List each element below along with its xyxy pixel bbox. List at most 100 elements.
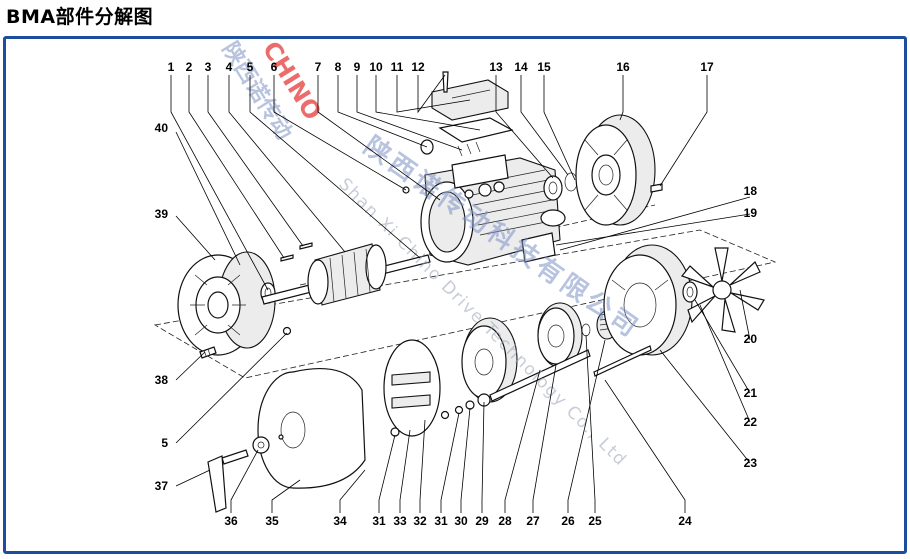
leader-line — [555, 213, 751, 246]
callout-number: 19 — [744, 206, 758, 220]
callout-number: 27 — [526, 514, 540, 528]
callout-number: 3 — [205, 60, 212, 74]
callout-number: 18 — [744, 184, 758, 198]
callout-number: 16 — [616, 60, 630, 74]
circlip-14 — [564, 172, 578, 192]
manual-release-lever — [207, 436, 270, 513]
callout-number: 13 — [489, 60, 503, 74]
callout-number: 14 — [514, 60, 528, 74]
leader-line — [659, 349, 751, 464]
leader-line — [739, 289, 751, 341]
leader-line — [356, 75, 463, 151]
leader-line — [273, 75, 407, 191]
diagram-frame — [3, 36, 907, 554]
leader-line — [417, 74, 446, 114]
callout-number: 1 — [168, 60, 175, 74]
leader-line — [440, 412, 460, 513]
washer-5-lower — [282, 326, 292, 336]
leader-line — [567, 339, 606, 513]
leader-line — [375, 75, 481, 131]
leader-line — [520, 75, 569, 176]
callout-number: 17 — [700, 60, 714, 74]
callout-number: 8 — [335, 60, 342, 74]
leader-line — [419, 419, 426, 513]
callout-number: 10 — [369, 60, 383, 74]
leader-line — [604, 379, 686, 513]
callout-number: 21 — [744, 386, 758, 400]
spring-30 — [465, 400, 475, 410]
key-3 — [299, 242, 313, 250]
callout-number: 5 — [161, 436, 168, 450]
cooling-fan-impeller — [681, 247, 765, 333]
leader-line — [175, 351, 206, 381]
leader-line — [188, 75, 285, 259]
callout-number: 5 — [247, 60, 254, 74]
leader-line — [699, 304, 751, 423]
callout-number: 31 — [372, 514, 386, 528]
leader-line — [559, 196, 751, 251]
washer-32 — [454, 405, 464, 415]
bearing-21 — [682, 281, 698, 303]
leader-line — [230, 449, 259, 513]
callout-number: 36 — [224, 514, 238, 528]
callout-number: 22 — [744, 415, 758, 429]
leader-line — [249, 75, 421, 259]
callout-number: 7 — [315, 60, 322, 74]
leader-line — [175, 131, 241, 266]
leader-line — [175, 215, 216, 261]
leader-line — [495, 75, 554, 179]
leader-line — [378, 434, 396, 513]
leader-line — [532, 364, 557, 513]
leader-line — [396, 75, 471, 113]
callout-number: 37 — [155, 479, 169, 493]
callout-number: 30 — [454, 514, 468, 528]
leader-line — [659, 75, 708, 187]
bearing-rear — [543, 175, 563, 201]
end-shield-rear — [575, 114, 656, 226]
end-shield-drive-side — [177, 251, 276, 356]
bolt-24 — [593, 345, 652, 377]
callout-number: 28 — [498, 514, 512, 528]
leader-line — [337, 75, 428, 148]
leader-line — [339, 469, 366, 513]
leader-line — [619, 75, 624, 121]
callout-number: 2 — [186, 60, 193, 74]
leader-line — [228, 75, 346, 253]
circlip-25 — [581, 323, 591, 337]
leader-line — [504, 369, 541, 513]
callout-number: 11 — [391, 60, 404, 74]
callout-number: 29 — [475, 514, 489, 528]
stator-housing — [420, 154, 561, 266]
callout-number: 26 — [561, 514, 575, 528]
leader-line — [207, 75, 304, 247]
callout-number: 15 — [537, 60, 551, 74]
callout-number: 35 — [265, 514, 279, 528]
leader-line — [170, 75, 269, 291]
callout-number: 24 — [678, 514, 692, 528]
callout-number: 39 — [155, 207, 169, 221]
key-2 — [280, 254, 294, 262]
brake-magnet-housing — [603, 244, 693, 356]
armature-plate — [461, 317, 518, 407]
callout-number: 6 — [271, 60, 278, 74]
rotor-shaft-assembly — [261, 243, 431, 306]
leader-line — [271, 479, 301, 513]
leader-line — [399, 429, 411, 513]
callout-number: 32 — [413, 514, 427, 528]
leader-line — [585, 334, 596, 513]
leader-line — [694, 299, 751, 394]
callout-number: 20 — [744, 332, 758, 346]
leader-line — [460, 407, 471, 513]
leader-line — [543, 75, 576, 181]
brake-fan — [383, 339, 441, 437]
callout-number: 33 — [393, 514, 407, 528]
nut-31 — [440, 410, 450, 420]
leader-line — [175, 469, 211, 487]
leader-lines — [170, 74, 751, 513]
friction-disc — [537, 302, 583, 368]
callout-number: 34 — [333, 514, 347, 528]
leader-line — [317, 75, 441, 201]
callout-number: 23 — [744, 456, 758, 470]
